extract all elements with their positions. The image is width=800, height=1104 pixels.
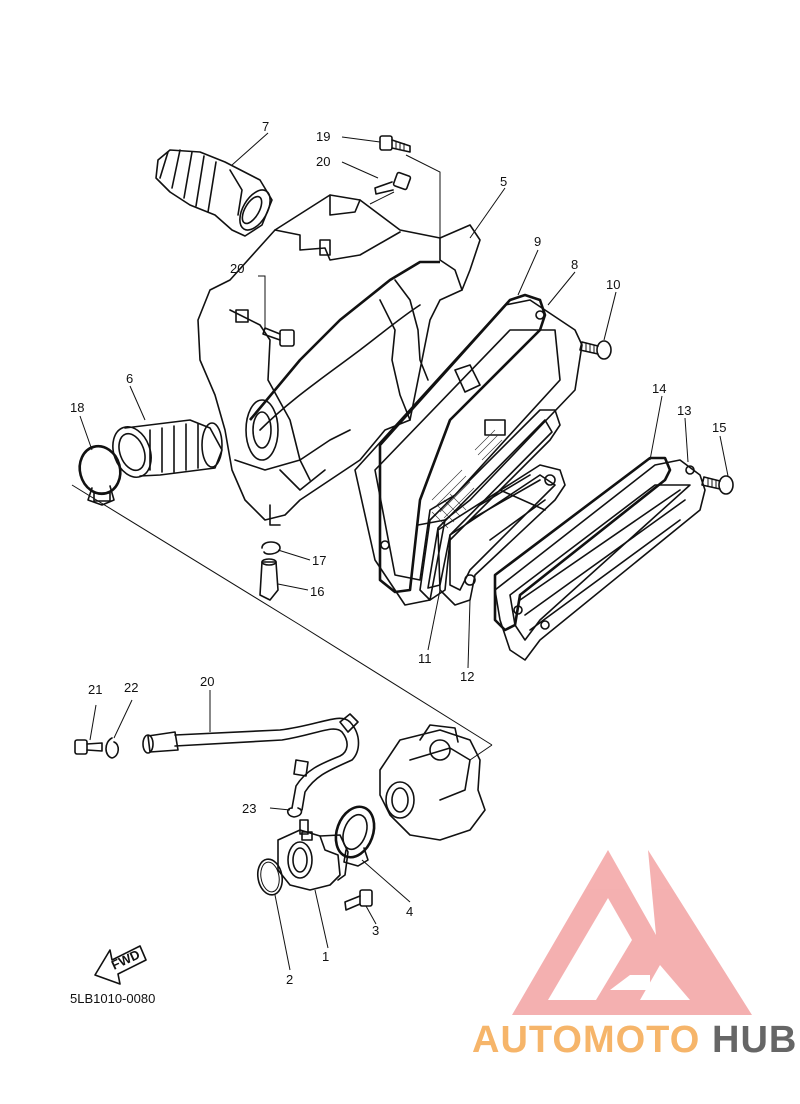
callout-8: 8 bbox=[571, 257, 578, 272]
leader-lines bbox=[79, 132, 729, 971]
callout-19: 19 bbox=[316, 129, 330, 144]
part-19-bolt bbox=[379, 135, 411, 153]
callout-labels: 7 19 20 5 20 9 8 10 6 18 14 13 15 17 16 … bbox=[70, 119, 726, 987]
part-8-mesh bbox=[431, 429, 503, 529]
callout-13: 13 bbox=[677, 403, 691, 418]
part-3-screw bbox=[344, 889, 373, 911]
part-10-screw bbox=[579, 340, 612, 360]
callout-11: 11 bbox=[418, 651, 432, 666]
callout-10: 10 bbox=[606, 277, 620, 292]
part-21-hose bbox=[142, 713, 360, 811]
callout-17: 17 bbox=[312, 553, 326, 568]
section-boundary bbox=[71, 484, 493, 761]
watermark-text-automoto: AUTOMOTO bbox=[472, 1019, 700, 1061]
part-4-clamp bbox=[334, 805, 376, 867]
callout-16: 16 bbox=[310, 584, 324, 599]
part-20-bolt-upper bbox=[374, 171, 412, 195]
watermark-triangle-inner bbox=[548, 898, 632, 1000]
watermark-text-hub: HUB bbox=[712, 1019, 797, 1061]
fwd-arrow-icon: FWD bbox=[94, 945, 147, 985]
part-13-cover bbox=[494, 459, 706, 661]
carburetor-outline bbox=[379, 724, 486, 841]
part-2-o-ring bbox=[256, 858, 284, 896]
callout-1: 1 bbox=[322, 949, 329, 964]
callout-23-center: 23 bbox=[242, 801, 256, 816]
fwd-label: FWD bbox=[109, 947, 142, 973]
part-6-joint bbox=[112, 419, 223, 478]
part-16-drain-hose bbox=[259, 558, 279, 601]
part-23-clip-left bbox=[105, 737, 120, 759]
watermark-text: AUTOMOTO HUB bbox=[472, 1019, 797, 1061]
callout-5: 5 bbox=[500, 174, 507, 189]
drawing-code: 5LB1010-0080 bbox=[70, 991, 155, 1006]
callout-14: 14 bbox=[652, 381, 666, 396]
callout-7: 7 bbox=[262, 119, 269, 134]
part-9-gasket bbox=[378, 293, 547, 594]
callout-4: 4 bbox=[406, 904, 413, 919]
part-20-bolt-lower bbox=[262, 327, 295, 347]
callout-20-lower: 20 bbox=[230, 261, 244, 276]
callout-20-upper: 20 bbox=[316, 154, 330, 169]
callout-2: 2 bbox=[286, 972, 293, 987]
callout-12: 12 bbox=[460, 669, 474, 684]
part-5-air-cleaner-case bbox=[197, 194, 481, 526]
part-1-joint bbox=[277, 829, 349, 891]
part-17-clip bbox=[261, 541, 281, 555]
callout-22: 21 bbox=[88, 682, 102, 697]
part-15-screw bbox=[701, 475, 734, 495]
callout-21: 20 bbox=[200, 674, 214, 689]
part-22-screw bbox=[74, 739, 103, 755]
part-12-frame bbox=[437, 464, 566, 606]
callout-9: 9 bbox=[534, 234, 541, 249]
part-18-clamp bbox=[78, 444, 122, 506]
watermark-logo bbox=[512, 850, 752, 1015]
watermark-triangle-inner-2 bbox=[640, 965, 690, 1000]
callout-15: 15 bbox=[712, 420, 726, 435]
callout-18: 18 bbox=[70, 400, 84, 415]
callout-23-left: 22 bbox=[124, 680, 138, 695]
callout-6: 6 bbox=[126, 371, 133, 386]
part-7-intake-duct bbox=[155, 149, 273, 237]
part-14-gasket bbox=[493, 456, 672, 632]
callout-3: 3 bbox=[372, 923, 379, 938]
watermark-triangle-outer bbox=[512, 850, 752, 1015]
part-8-cover bbox=[354, 299, 583, 606]
